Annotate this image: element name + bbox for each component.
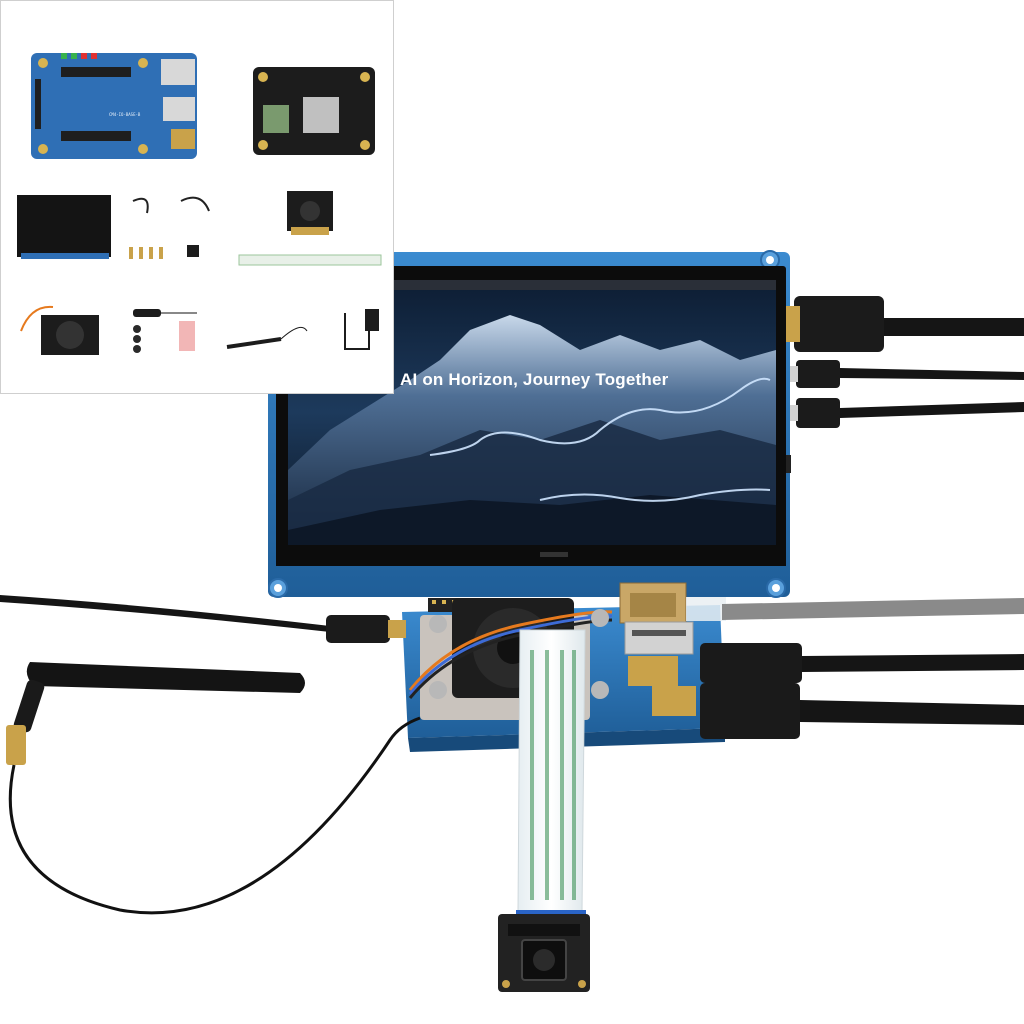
- inset-ribbon-cable: [238, 254, 382, 266]
- inset-carrier-board: [31, 53, 197, 159]
- inset-compute-module: [253, 67, 375, 155]
- kit-contents-inset: CM4-IO-BASE-B: [0, 0, 394, 394]
- wifi-antenna: [6, 662, 421, 915]
- inset-screw-kit: [133, 321, 195, 353]
- inset-board-silkscreen: CM4-IO-BASE-B: [109, 112, 141, 117]
- inset-cables: [132, 196, 210, 214]
- inset-display: [17, 195, 111, 259]
- screen-caption: AI on Horizon, Journey Together: [400, 370, 669, 389]
- display-cables: [786, 296, 1024, 428]
- inset-power-adapter: [344, 309, 379, 350]
- inset-screwdriver: [133, 309, 197, 317]
- inset-fan-heatsink: [20, 305, 99, 355]
- power-cable: [0, 595, 406, 643]
- ethernet-cable: [686, 597, 1024, 621]
- camera-module: [498, 629, 590, 992]
- inset-antenna: [226, 337, 282, 349]
- hdmi-cables: [700, 643, 1024, 739]
- inset-standoffs: [129, 247, 163, 259]
- inset-hdmi-adapter: [187, 245, 199, 257]
- inset-camera: [287, 191, 333, 235]
